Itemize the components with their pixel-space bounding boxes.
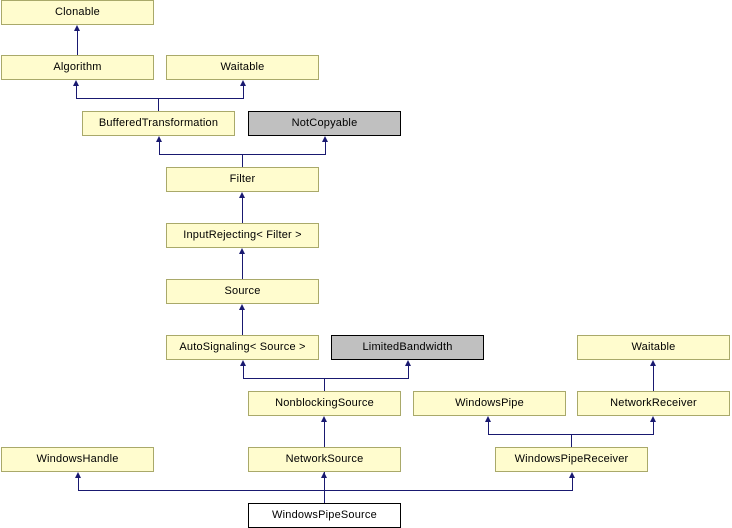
class-label: WindowsPipe (455, 397, 524, 409)
class-node-nonblockingsource[interactable]: NonblockingSource (248, 391, 401, 416)
class-label: BufferedTransformation (98, 117, 219, 129)
class-label: NonblockingSource (275, 397, 374, 409)
edge-branch-to-windowspipe (488, 422, 489, 434)
edge-filter-up (242, 154, 243, 167)
class-node-windowspipereceiver[interactable]: WindowsPipeReceiver (495, 447, 648, 472)
arrowhead-clonable (74, 25, 80, 31)
arrowhead-limitedbandwidth (405, 360, 411, 366)
edge-nonblockingsource-up (324, 378, 325, 391)
class-label: Filter (229, 173, 256, 185)
class-label: Waitable (631, 341, 676, 353)
edge-bar-nonblockingsource (243, 378, 409, 379)
arrowhead-networksource (321, 472, 327, 478)
arrowhead-waitable-right (650, 360, 656, 366)
class-label: Clonable (54, 6, 101, 18)
edge-networkreceiver-to-waitable (653, 366, 654, 391)
class-label: Source (224, 285, 261, 297)
edge-windowspipesource-up (324, 472, 325, 503)
class-label: NotCopyable (291, 117, 358, 129)
edge-branch-to-windowspipereceiver (572, 478, 573, 490)
class-node-windowspipesource[interactable]: WindowsPipeSource (248, 503, 401, 528)
edge-bufferedtransformation-up (158, 98, 159, 111)
class-label: LimitedBandwidth (362, 341, 453, 353)
class-node-autosignaling[interactable]: AutoSignaling< Source > (166, 335, 319, 360)
edge-branch-to-autosignaling (243, 366, 244, 378)
class-label: WindowsPipeReceiver (514, 453, 629, 465)
edge-branch-to-algorithm (76, 86, 77, 98)
class-label: Waitable (220, 61, 265, 73)
class-node-source[interactable]: Source (166, 279, 319, 304)
arrowhead-windowspipereceiver (569, 472, 575, 478)
class-label: InputRejecting< Filter > (183, 229, 302, 241)
edge-branch-to-waitable-top (243, 86, 244, 98)
edge-networksource-to-nonblockingsource (324, 422, 325, 447)
class-node-waitable-top[interactable]: Waitable (166, 55, 319, 80)
edge-inputrejecting-to-filter (242, 198, 243, 223)
arrowhead-source (239, 304, 245, 310)
class-node-limitedbandwidth[interactable]: LimitedBandwidth (331, 335, 484, 360)
edge-source-to-inputrejecting (242, 254, 243, 279)
arrowhead-inputrejecting (239, 248, 245, 254)
class-node-networkreceiver[interactable]: NetworkReceiver (577, 391, 730, 416)
class-node-windowshandle[interactable]: WindowsHandle (1, 447, 154, 472)
arrowhead-waitable-top (240, 80, 246, 86)
edge-branch-to-bufferedtransformation (159, 142, 160, 154)
class-node-windowspipe[interactable]: WindowsPipe (413, 391, 566, 416)
arrowhead-windowspipe (485, 416, 491, 422)
edge-bar-windowspipesource (78, 490, 573, 491)
class-label: WindowsPipeSource (272, 509, 377, 521)
class-node-waitable-right[interactable]: Waitable (577, 335, 730, 360)
edge-algorithm-to-clonable (77, 31, 78, 55)
class-node-clonable[interactable]: Clonable (1, 0, 154, 25)
arrowhead-autosignaling (240, 360, 246, 366)
edge-branch-to-notcopyable (325, 142, 326, 154)
class-node-algorithm[interactable]: Algorithm (1, 55, 154, 80)
edge-bar-bufferedtransformation (76, 98, 244, 99)
arrowhead-algorithm (73, 80, 79, 86)
arrowhead-windowshandle (75, 472, 81, 478)
class-label: NetworkSource (285, 453, 364, 465)
class-label: AutoSignaling< Source > (179, 341, 306, 353)
edge-branch-to-limitedbandwidth (408, 366, 409, 378)
class-label: NetworkReceiver (610, 397, 697, 409)
arrowhead-nonblockingsource (321, 416, 327, 422)
arrowhead-filter (239, 192, 245, 198)
arrowhead-notcopyable (322, 136, 328, 142)
class-label: Algorithm (53, 61, 102, 73)
class-node-notcopyable[interactable]: NotCopyable (248, 111, 401, 136)
edge-autosignaling-to-source (242, 310, 243, 335)
class-label: WindowsHandle (36, 453, 119, 465)
class-node-inputrejecting[interactable]: InputRejecting< Filter > (166, 223, 319, 248)
edge-branch-to-networkreceiver (653, 422, 654, 434)
edge-windowspipereceiver-up (571, 434, 572, 447)
arrowhead-networkreceiver (650, 416, 656, 422)
arrowhead-bufferedtransformation (156, 136, 162, 142)
edge-branch-to-windowshandle (78, 478, 79, 490)
class-node-networksource[interactable]: NetworkSource (248, 447, 401, 472)
class-node-filter[interactable]: Filter (166, 167, 319, 192)
class-node-bufferedtransformation[interactable]: BufferedTransformation (82, 111, 235, 136)
